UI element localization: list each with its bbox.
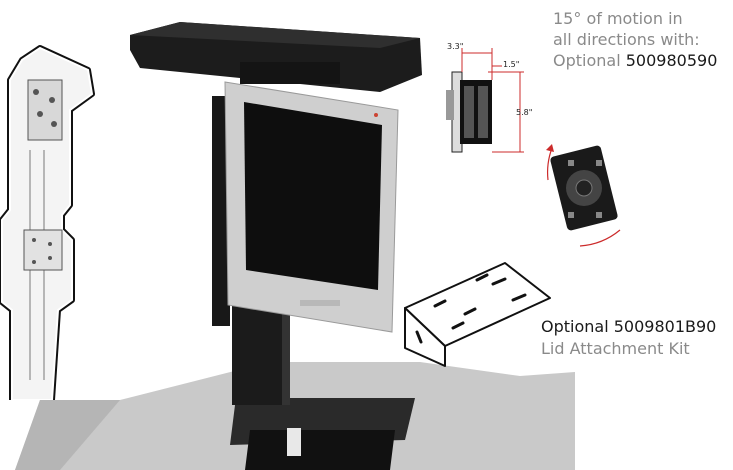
tilt-mount-illustration <box>546 144 621 247</box>
lid-kit-description: Lid Attachment Kit <box>541 339 690 358</box>
lid-attachment-plate-illustration <box>404 262 551 367</box>
lift-mechanism-illustration <box>0 45 95 400</box>
dimension-height-label: 5.8" <box>516 108 533 117</box>
monitor-lift-photo <box>15 22 575 470</box>
lid-kit-prefix: Optional <box>541 317 609 336</box>
lid-kit-caption-line1: Optional 5009801B90 <box>541 316 731 338</box>
motion-caption-line2: all directions with: <box>553 30 700 49</box>
motion-caption-line1: 15° of motion in <box>553 9 683 28</box>
motion-caption-prefix: Optional <box>553 51 621 70</box>
motion-part-number: 500980590 <box>625 51 718 70</box>
dimension-width-label: 3.3" <box>447 42 464 51</box>
motion-caption: 15° of motion in all directions with: Op… <box>553 8 733 71</box>
lid-kit-caption: Optional 5009801B90 Lid Attachment Kit <box>541 316 731 360</box>
lid-kit-part-number: 5009801B90 <box>613 317 717 336</box>
motion-caption-line3: Optional 500980590 <box>553 50 733 71</box>
bracket-dimension-diagram <box>446 48 524 153</box>
dimension-depth-label: 1.5" <box>503 60 520 69</box>
